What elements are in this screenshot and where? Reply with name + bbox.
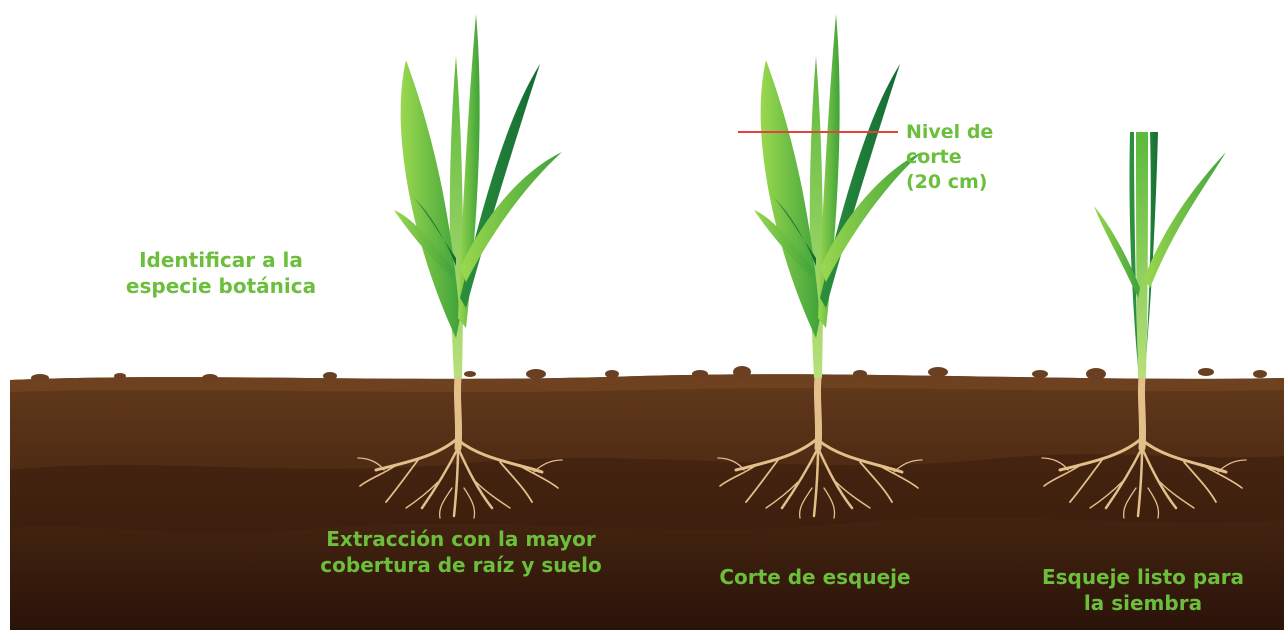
label-cutting: Corte de esqueje: [719, 565, 911, 589]
leaves-plant-3: [1094, 132, 1226, 378]
label-ready-for-planting: Esqueje listo para la siembra: [1041, 565, 1245, 615]
leaves-plant-2: [754, 14, 922, 378]
soil: [10, 366, 1284, 630]
label-identify-species: Identificar a la especie botánica: [125, 248, 317, 298]
label-extraction: Extracción con la mayor cobertura de raí…: [320, 527, 602, 577]
leaves-plant-1: [394, 14, 562, 378]
label-cut-level: Nivel de corte (20 cm): [906, 121, 994, 193]
